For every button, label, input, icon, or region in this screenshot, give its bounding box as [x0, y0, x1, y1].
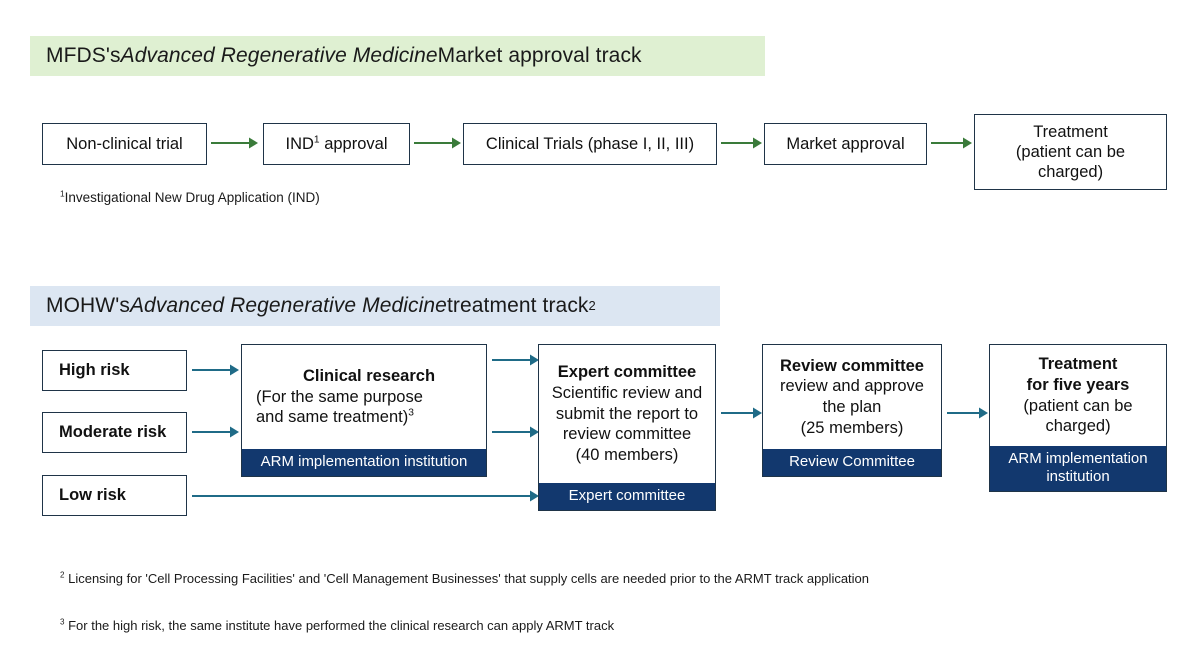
step-ind-approval[interactable]: IND1 approval — [263, 123, 410, 165]
step-line-3: charged) — [1037, 163, 1104, 182]
stage-review-committee[interactable]: Review committee review and approve the … — [762, 344, 942, 477]
section1-header-prefix: MFDS's — [46, 44, 121, 67]
step-label-text-after: approval — [319, 134, 388, 153]
risk-label: Moderate risk — [59, 423, 167, 441]
stage-line-2: (patient can be — [1023, 396, 1133, 415]
step-market-approval[interactable]: Market approval — [764, 123, 927, 165]
stage-banner: ARM implementation institution — [242, 449, 486, 476]
stage-line-4: (25 members) — [800, 418, 904, 437]
step-non-clinical-trial[interactable]: Non-clinical trial — [42, 123, 207, 165]
arrow-right-icon-cr-to-ec-top — [492, 354, 539, 366]
step-label: Market approval — [786, 134, 905, 153]
stage-expert-committee[interactable]: Expert committee Scientific review and s… — [538, 344, 716, 511]
arrow-right-icon-2 — [414, 137, 461, 149]
stage-line-3: charged) — [1045, 417, 1111, 436]
arrow-right-icon-cr-to-ec-bottom — [492, 426, 539, 438]
stage-banner-label-1: ARM implementation — [1008, 450, 1148, 467]
stage-line-2: review and approve — [779, 377, 924, 396]
footnote-high-risk: 3 For the high risk, the same institute … — [60, 618, 614, 633]
stage-title: Expert committee — [557, 363, 697, 382]
stage-banner: Expert committee — [539, 483, 715, 510]
footnote-superscript: 2 — [60, 570, 65, 580]
arrow-right-icon-moderate-risk — [192, 426, 239, 438]
footnote-text: For the high risk, the same institute ha… — [64, 618, 615, 633]
stage-body: Treatment for five years (patient can be… — [990, 345, 1166, 446]
stage-line-3: the plan — [822, 398, 882, 416]
stage-banner: Review Committee — [763, 449, 941, 476]
stage-title-2: for five years — [1026, 375, 1130, 394]
stage-line-3: and same treatment)3 — [256, 407, 414, 428]
footnote-text: Licensing for 'Cell Processing Facilitie… — [64, 571, 870, 586]
section1-header-italic: Advanced Regenerative Medicine — [120, 44, 438, 67]
stage-clinical-research[interactable]: Clinical research (For the same purpose … — [241, 344, 487, 477]
stage-banner-label: Expert committee — [568, 487, 686, 504]
arrow-right-icon-high-risk — [192, 364, 239, 376]
stage-treatment[interactable]: Treatment for five years (patient can be… — [989, 344, 1167, 492]
stage-line-4: review committee — [562, 425, 692, 444]
section1-header-suffix: Market approval track — [437, 44, 642, 67]
footnote-text: Investigational New Drug Application (IN… — [64, 190, 320, 205]
stage-line-5: (40 members) — [575, 445, 679, 464]
stage-banner-label-2: institution — [1046, 468, 1110, 485]
arrow-right-icon-rc-to-treatment — [947, 407, 988, 419]
step-label: IND1 approval — [286, 134, 388, 154]
arrow-right-icon-3 — [721, 137, 762, 149]
step-label-superscript: 1 — [313, 134, 320, 146]
stage-line-2: (For the same purpose — [256, 387, 423, 406]
stage-title: Review committee — [780, 356, 924, 375]
stage-line-3: submit the report to — [555, 404, 699, 423]
footnote-ind: 1Investigational New Drug Application (I… — [60, 188, 320, 205]
stage-body: Expert committee Scientific review and s… — [539, 345, 715, 483]
section2-header-prefix: MOHW's — [46, 294, 130, 317]
stage-line-3-superscript: 3 — [408, 407, 414, 419]
risk-box-low[interactable]: Low risk — [42, 475, 187, 516]
stage-line-2: Scientific review and — [551, 384, 703, 403]
footnote-licensing: 2 Licensing for 'Cell Processing Facilit… — [60, 571, 869, 586]
step-line-1: Treatment — [1033, 122, 1108, 141]
step-label: Clinical Trials (phase I, II, III) — [485, 134, 695, 153]
footnote-superscript: 3 — [60, 617, 65, 627]
stage-banner: ARM implementation institution — [990, 446, 1166, 491]
risk-label: Low risk — [59, 486, 126, 504]
stage-title: Treatment — [1038, 355, 1118, 374]
arrow-right-icon-4 — [931, 137, 972, 149]
arrow-right-icon-1 — [211, 137, 258, 149]
arrow-right-icon-low-risk — [192, 490, 539, 502]
stage-line-3-text: and same treatment) — [256, 408, 409, 427]
footnote-superscript: 1 — [60, 188, 65, 199]
risk-label: High risk — [59, 361, 130, 379]
stage-banner-label: Review Committee — [789, 453, 915, 470]
arrow-right-icon-ec-to-rc — [721, 407, 762, 419]
risk-box-high[interactable]: High risk — [42, 350, 187, 391]
section2-header-suffix: treatment track — [446, 294, 589, 317]
stage-banner-label: ARM implementation institution — [260, 453, 468, 470]
step-label: Non-clinical trial — [66, 134, 183, 153]
stage-body: Clinical research (For the same purpose … — [242, 345, 486, 449]
section-header-mohw: MOHW's Advanced Regenerative Medicine tr… — [30, 286, 720, 326]
step-label-text: IND — [285, 134, 314, 153]
stage-body: Review committee review and approve the … — [763, 345, 941, 449]
risk-box-moderate[interactable]: Moderate risk — [42, 412, 187, 453]
step-treatment[interactable]: Treatment (patient can be charged) — [974, 114, 1167, 190]
section2-header-italic: Advanced Regenerative Medicine — [129, 294, 447, 317]
step-clinical-trials[interactable]: Clinical Trials (phase I, II, III) — [463, 123, 717, 165]
step-line-2: (patient can be — [1015, 142, 1126, 161]
stage-title: Clinical research — [302, 367, 436, 386]
section-header-mfds: MFDS's Advanced Regenerative Medicine Ma… — [30, 36, 765, 76]
